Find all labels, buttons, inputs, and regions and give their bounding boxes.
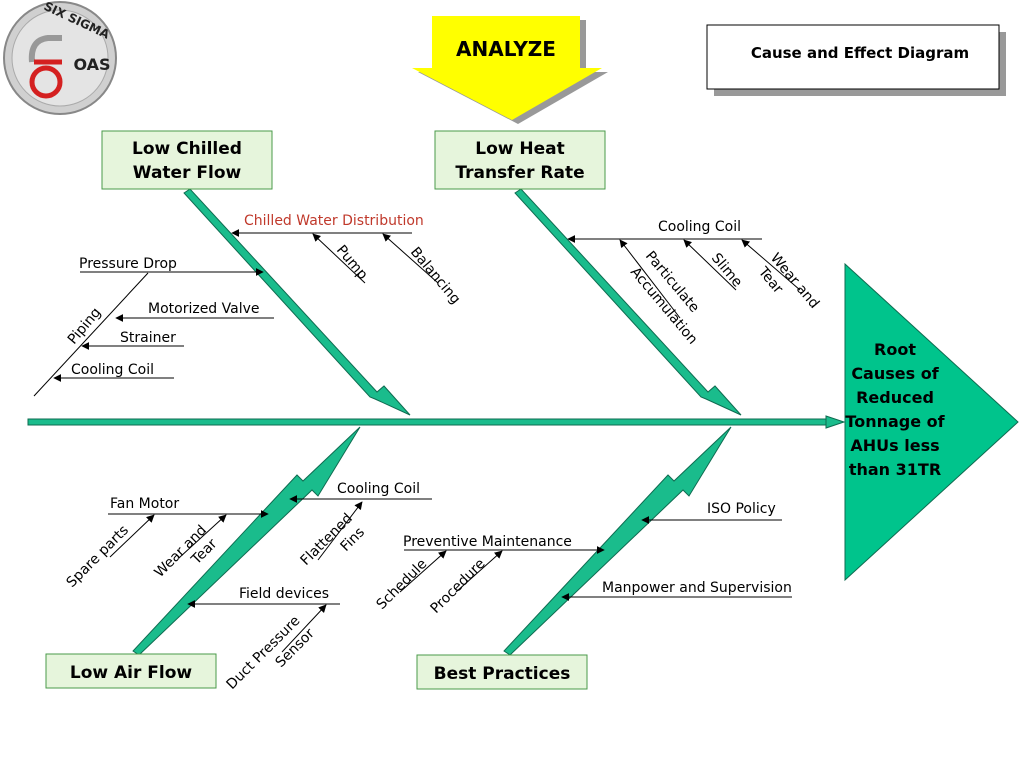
cause-label: Spare parts	[64, 522, 133, 591]
effect-line-5: AHUs less	[850, 436, 939, 455]
cause-label: Cooling Coil	[658, 219, 741, 235]
cause-cooling-coil-af: Cooling Coil	[289, 481, 432, 503]
cause-label: Fan Motor	[110, 496, 179, 512]
cause-label: Balancing	[407, 244, 464, 307]
category-box-air-flow: Low Air Flow	[45, 653, 217, 689]
cause-slime: Slime	[683, 239, 745, 290]
cause-label: Slime	[708, 250, 745, 290]
six-sigma-logo: SIX SIGMA OAS	[3, 0, 117, 115]
effect-line-6: than 31TR	[849, 460, 941, 479]
category-label: Low Air Flow	[70, 663, 193, 683]
analyze-banner: ANALYZE	[412, 16, 608, 124]
cause-label: ISO Policy	[707, 501, 776, 517]
spine	[27, 415, 846, 429]
bone-heat-transfer	[514, 188, 742, 416]
cause-preventive-maintenance: Preventive Maintenance	[403, 534, 605, 554]
cause-particulate-accumulation: Particulate Accumulation	[619, 239, 702, 348]
cause-label: Strainer	[120, 330, 176, 346]
cause-field-devices: Field devices	[187, 586, 340, 608]
cause-motorized-valve: Motorized Valve	[115, 301, 274, 322]
cause-spare-parts: Spare parts	[64, 514, 155, 591]
diagram-title-box: Cause and Effect Diagram	[706, 24, 1006, 96]
cause-label: Preventive Maintenance	[403, 534, 572, 550]
cause-wear-and-tear-ht: Wear and Tear	[741, 239, 822, 312]
category-box-best-practices: Best Practices	[416, 654, 588, 690]
cause-procedure: Procedure	[428, 550, 503, 617]
cause-flattened-fins: Flattened Fins	[298, 501, 368, 569]
cause-pump: Pump	[312, 233, 371, 284]
bone-air-flow	[132, 426, 361, 656]
cause-label: Pressure Drop	[79, 256, 177, 272]
bone-best-practices	[503, 426, 732, 656]
diagram-title: Cause and Effect Diagram	[751, 44, 969, 62]
sigma-icon	[28, 35, 62, 63]
cause-label: Cooling Coil	[71, 362, 154, 378]
effect-line-4: Tonnage of	[845, 412, 945, 431]
cause-manpower-supervision: Manpower and Supervision	[561, 580, 792, 601]
cause-chilled-water-distribution: Chilled Water Distribution	[231, 213, 424, 237]
cause-strainer: Strainer	[81, 330, 184, 350]
cause-label: Pump	[333, 242, 371, 283]
effect-head: Root Causes of Reduced Tonnage of AHUs l…	[844, 262, 1019, 582]
cause-label: Chilled Water Distribution	[244, 213, 424, 229]
cause-iso-policy: ISO Policy	[641, 501, 782, 524]
cause-pressure-drop: Pressure Drop	[79, 256, 264, 276]
effect-line-2: Causes of	[851, 364, 939, 383]
cause-label: Motorized Valve	[148, 301, 260, 317]
cause-label: Schedule	[374, 556, 431, 613]
bone-chilled-water	[183, 188, 411, 416]
effect-line-3: Reduced	[856, 388, 934, 407]
analyze-text: ANALYZE	[456, 37, 556, 61]
cause-fan-motor: Fan Motor	[108, 496, 269, 518]
cause-balancing: Balancing	[382, 233, 464, 307]
cause-cooling-coil-chw: Cooling Coil	[53, 362, 174, 382]
effect-line-1: Root	[874, 340, 916, 359]
cause-duct-pressure-sensor: Duct Pressure Sensor	[224, 604, 327, 693]
category-label: Best Practices	[434, 664, 571, 684]
cause-label: Manpower and Supervision	[602, 580, 792, 596]
cause-label: Procedure	[428, 556, 489, 617]
cause-cooling-coil-ht: Cooling Coil	[567, 219, 762, 243]
logo-brand: OAS	[73, 55, 110, 74]
cause-label: Field devices	[239, 586, 329, 602]
cause-label: Cooling Coil	[337, 481, 420, 497]
sigma-loop-icon	[29, 65, 63, 99]
